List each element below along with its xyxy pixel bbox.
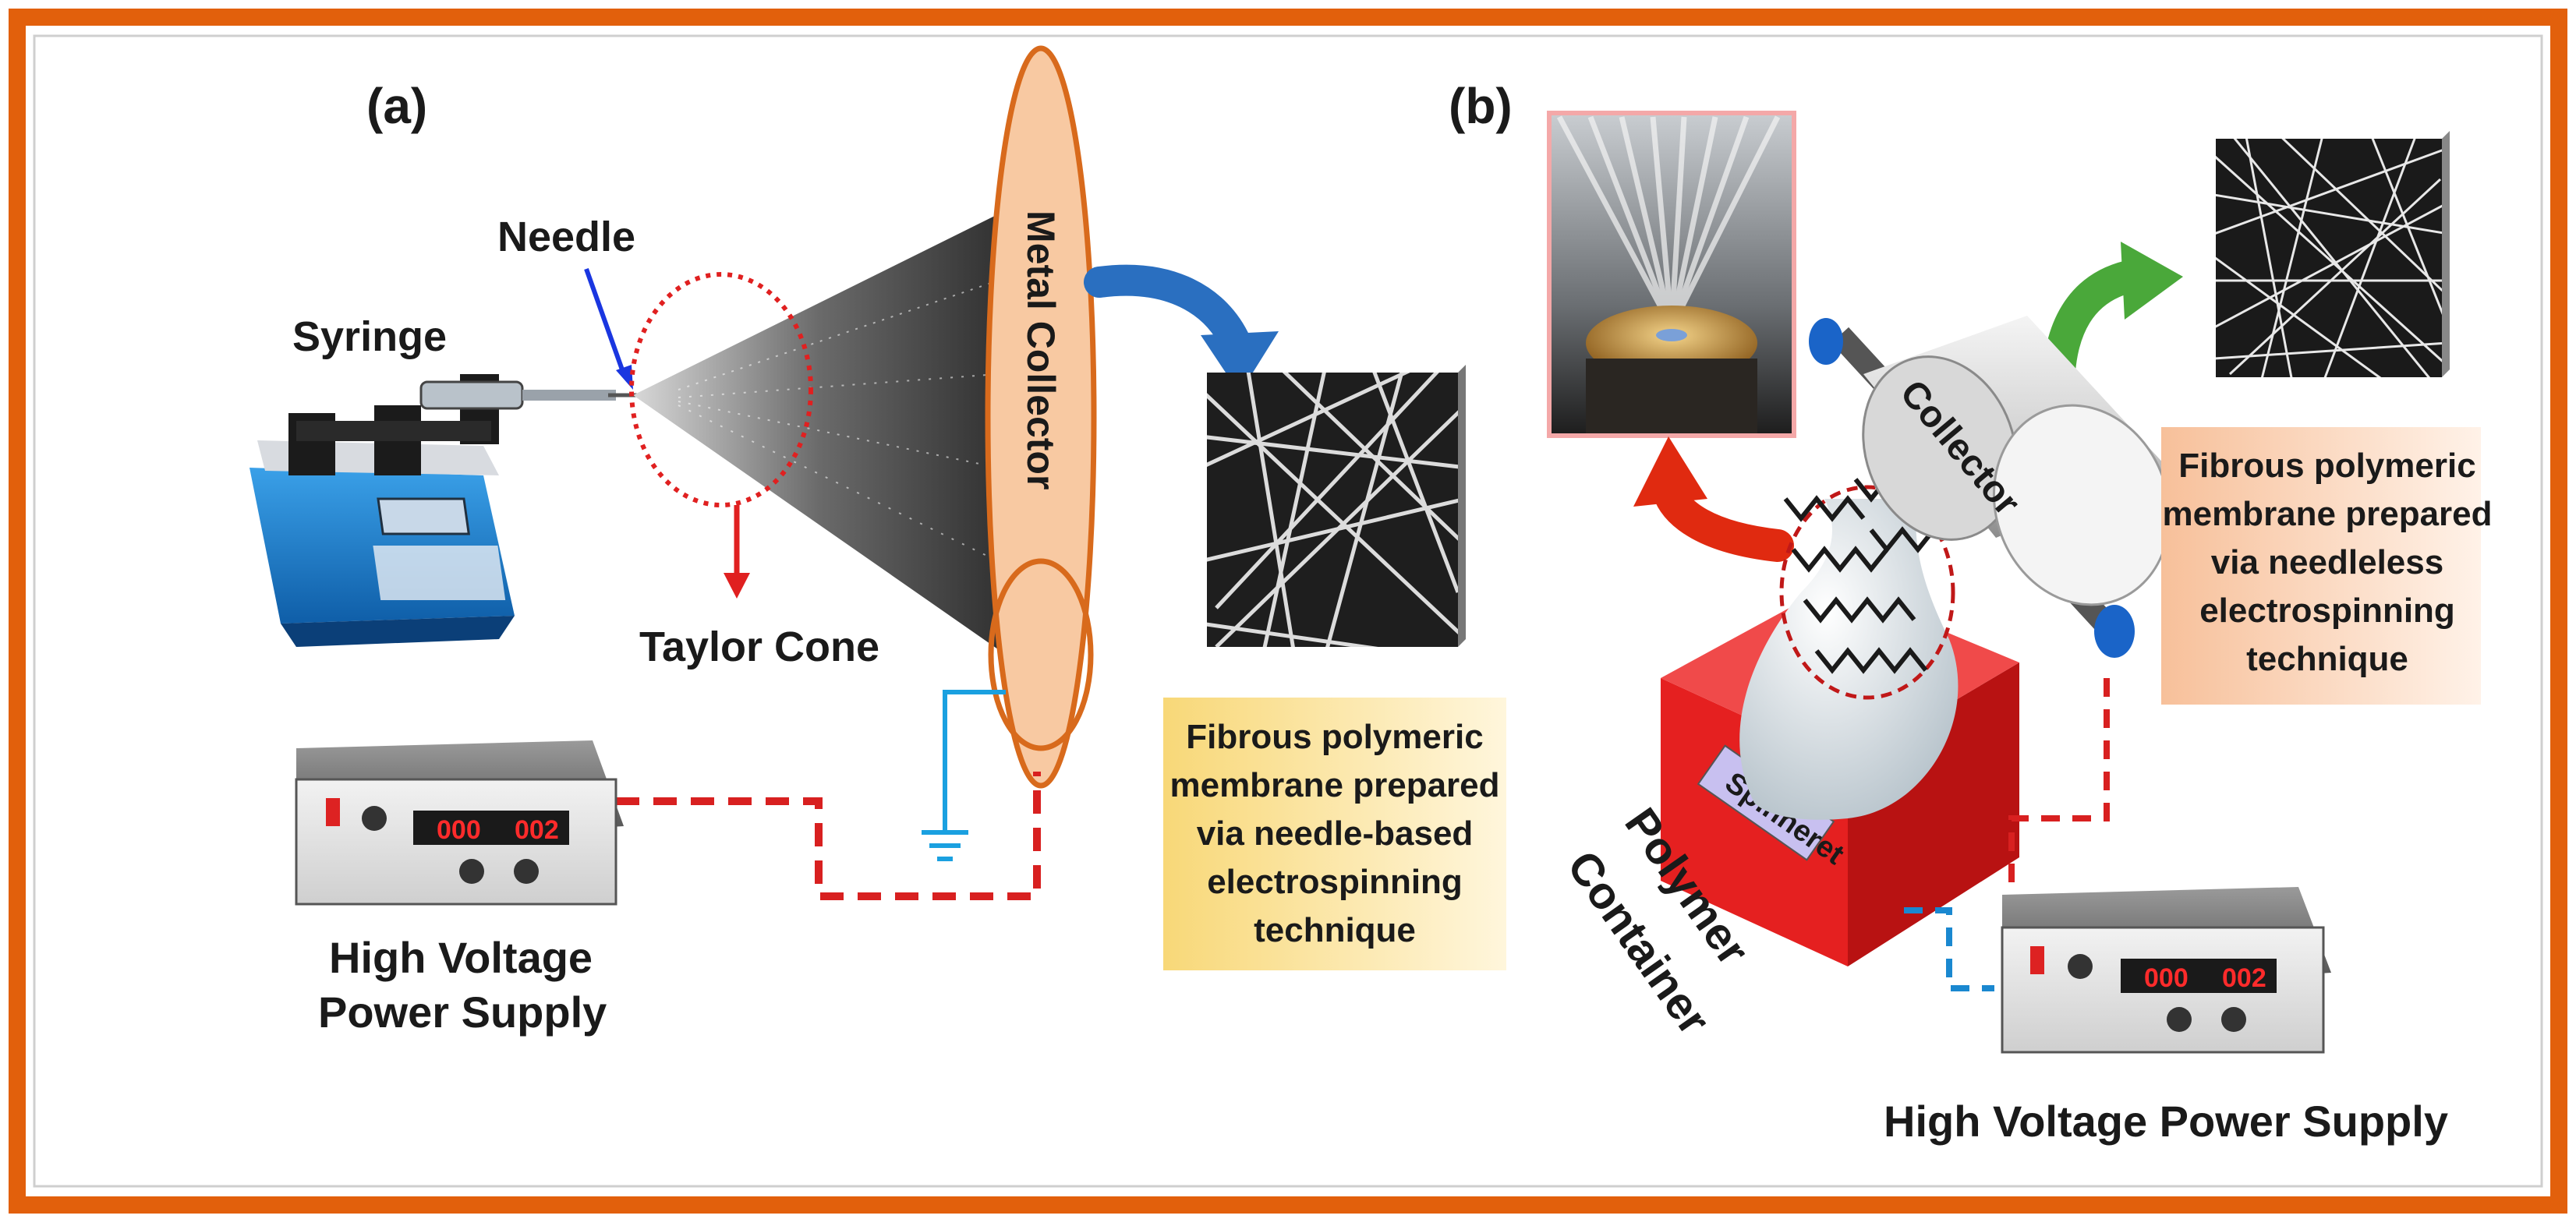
membrane-caption-b-box: [2161, 427, 2481, 705]
power-supply-b-readout-left: 000: [2144, 963, 2189, 993]
membrane-caption-a-line5: technique: [1254, 911, 1416, 949]
taylor-cone-label: Taylor Cone: [639, 624, 879, 670]
polymer-blob: [1739, 499, 1959, 820]
metal-collector-label: Metal Collector: [1019, 210, 1063, 489]
syringe-pump: [249, 374, 616, 647]
spray-cone: [633, 210, 1006, 655]
hv-wire-a: [616, 772, 1041, 900]
drum-collector: Collector: [1809, 316, 2171, 658]
needle-label: Needle: [497, 214, 635, 260]
panel-b-tag: (b): [1449, 78, 1513, 134]
membrane-caption-a-line2: membrane prepared: [1169, 766, 1499, 804]
metal-collector: [985, 45, 1097, 789]
membrane-caption-a-line4: electrospinning: [1207, 863, 1463, 901]
outer-frame: [9, 9, 2567, 1214]
membrane-caption-a-line1: Fibrous polymeric: [1186, 718, 1483, 756]
membrane-caption-b-line1: Fibrous polymeric: [2178, 447, 2475, 485]
fiber-mesh-a: [1207, 365, 1466, 647]
needle-pointer-arrow: [584, 267, 626, 376]
hv-wire-b: [2008, 678, 2110, 935]
membrane-caption-a-line3: via needle-based: [1197, 814, 1474, 853]
membrane-caption-a-box: [1163, 698, 1506, 970]
inner-border: [33, 34, 2543, 1188]
spinneret-photo-inset: [1547, 111, 1796, 438]
fiber-jet-highlight: [1779, 485, 1955, 700]
fiber-mesh-b: [2216, 131, 2450, 377]
membrane-caption-b-line2: membrane prepared: [2162, 495, 2492, 533]
membrane-caption-b-line4: electrospinning: [2199, 592, 2455, 630]
power-supply-b-label: High Voltage Power Supply: [1884, 1097, 2448, 1146]
power-supply-a-readout-right: 002: [515, 815, 559, 845]
power-supply-a-readout-left: 000: [437, 815, 481, 845]
power-supply-a-label-line1: High Voltage: [329, 933, 593, 982]
spray-speckle: [678, 280, 999, 562]
membrane-caption-b-line5: technique: [2246, 640, 2408, 678]
ground-wire: [943, 690, 1006, 832]
power-supply-b: 000 002: [2001, 887, 2331, 1054]
power-supply-a-label-line2: Power Supply: [318, 988, 607, 1037]
power-supply-b-readout-right: 002: [2222, 963, 2266, 993]
blue-curved-arrow: [1084, 264, 1251, 359]
metal-collector-base: [988, 558, 1094, 751]
syringe-label: Syringe: [292, 313, 447, 360]
power-supply-a: 000 002: [295, 740, 624, 906]
taylor-cone-highlight: [629, 272, 813, 507]
panel-a-tag: (a): [366, 78, 427, 134]
membrane-caption-b-line3: via needleless: [2211, 543, 2443, 581]
